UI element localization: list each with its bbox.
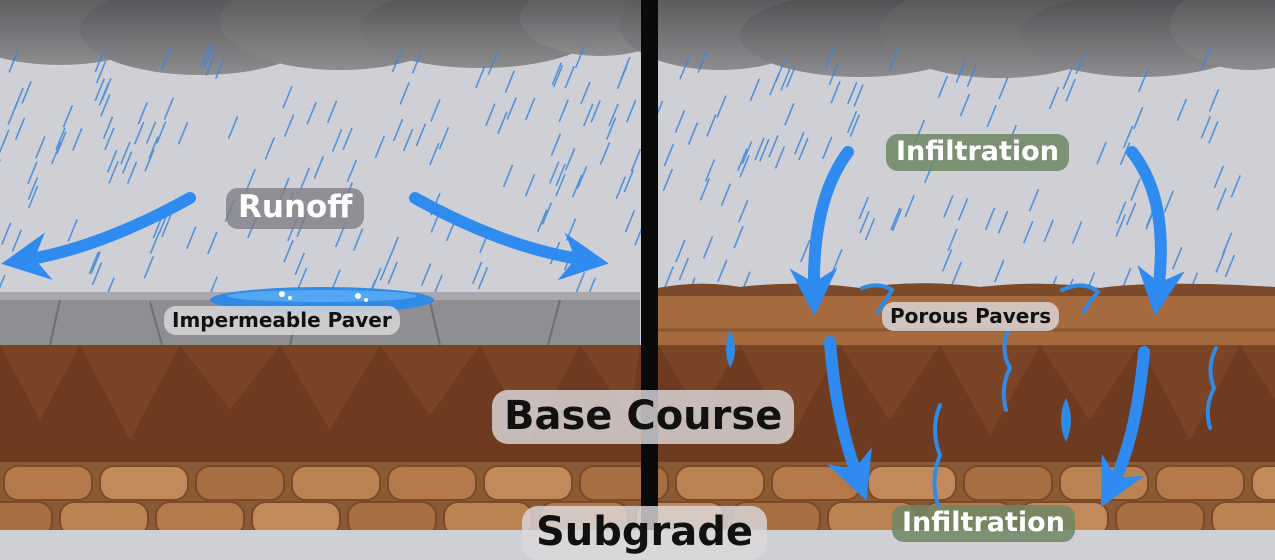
runoff-label: Runoff (226, 188, 364, 229)
base-course-label: Base Course (492, 390, 794, 444)
panel-divider (641, 0, 658, 530)
infiltration-label-top: Infiltration (886, 134, 1069, 171)
porous-pavers-label: Porous Pavers (882, 302, 1059, 331)
pavement-comparison-diagram (0, 0, 1275, 530)
impermeable-paver-label: Impermeable Paver (164, 306, 400, 335)
infiltration-label-bottom: Infiltration (892, 505, 1075, 542)
subgrade-label: Subgrade (522, 506, 767, 560)
